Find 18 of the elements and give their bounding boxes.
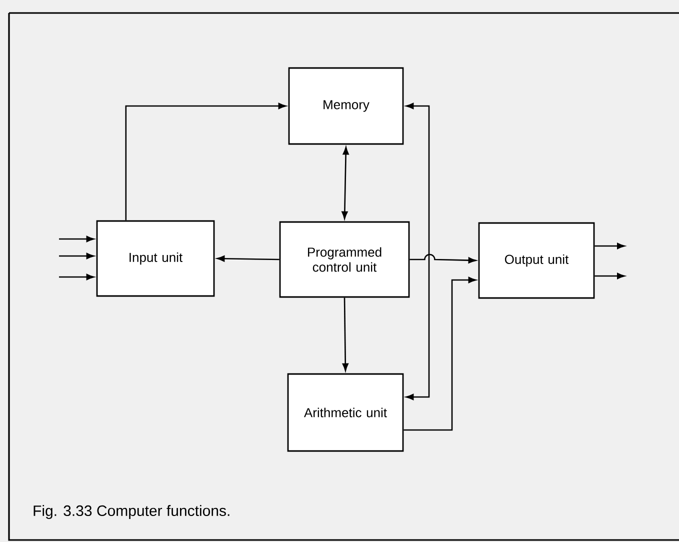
block-box: Input unit [96,220,215,297]
arrow [594,272,625,280]
arrow [594,242,625,250]
arrow [406,102,430,400]
block-box: Output unit [478,222,595,299]
block-box: Memory [288,67,404,145]
arrow [342,298,348,372]
arrow [125,102,286,220]
arrow [59,274,94,280]
block-box: Programmed control unit [279,221,410,298]
arrow [404,276,476,431]
block-box: Arithmetic unit [287,373,404,452]
arrow [342,146,349,220]
arrow [410,254,476,264]
arrow [59,252,94,260]
arrow [216,256,280,262]
arrow [59,236,94,242]
caption: Fig. 3.33 Computer functions. [34,505,230,519]
